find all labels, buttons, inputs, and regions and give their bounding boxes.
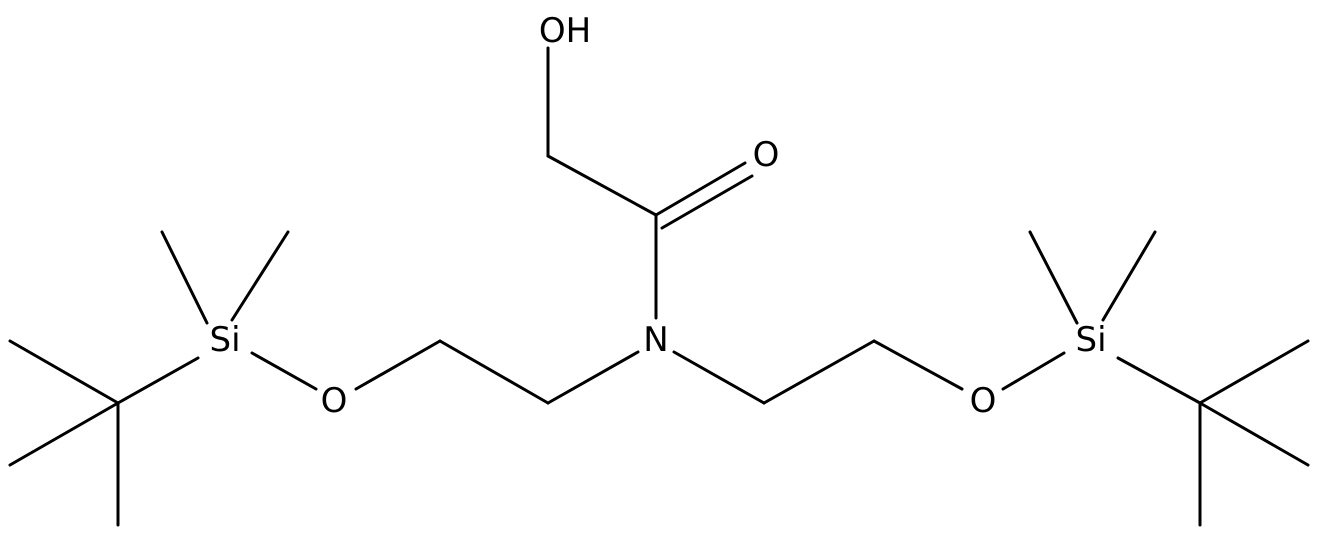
bond-tbu-me1-left xyxy=(8,339,120,405)
bond-ch2-carbonyl xyxy=(546,154,658,217)
bond-carbonyl-o-b xyxy=(660,174,754,230)
atom-label-ether-oxygen-right: O xyxy=(970,381,997,421)
bond-ch2-o-right xyxy=(872,339,964,391)
bond-n-ch2-right xyxy=(672,350,766,405)
bond-si-me1-left xyxy=(160,230,209,325)
bond-si-tbu-left xyxy=(116,356,200,405)
bond-si-me2-right xyxy=(1101,230,1157,322)
bond-o-si-left xyxy=(250,351,318,391)
bond-ch2-ch2-left xyxy=(438,339,550,405)
bond-o-si-right xyxy=(1001,351,1066,391)
bond-tbu-me2-right xyxy=(1198,401,1310,467)
atom-label-ether-oxygen-left: O xyxy=(321,381,348,421)
bond-carbonyl-o-a xyxy=(654,161,747,217)
atom-label-carbonyl-oxygen: O xyxy=(753,135,780,175)
bond-ch2-o-left xyxy=(354,339,442,391)
bond-ch2-ch2-right xyxy=(762,339,876,405)
bond-si-me1-right xyxy=(1028,230,1079,325)
bond-n-ch2-left xyxy=(546,350,640,405)
bond-tbu-me1-right xyxy=(1198,339,1310,405)
atom-label-silicon-right: Si xyxy=(1075,320,1106,360)
atom-label-hydroxyl: OH xyxy=(539,11,591,51)
atom-label-silicon-left: Si xyxy=(209,320,240,360)
bond-si-me2-left xyxy=(230,230,290,322)
atom-label-nitrogen: N xyxy=(643,320,668,360)
bond-si-tbu-right xyxy=(1116,356,1202,405)
bond-tbu-me2-left xyxy=(8,401,120,467)
